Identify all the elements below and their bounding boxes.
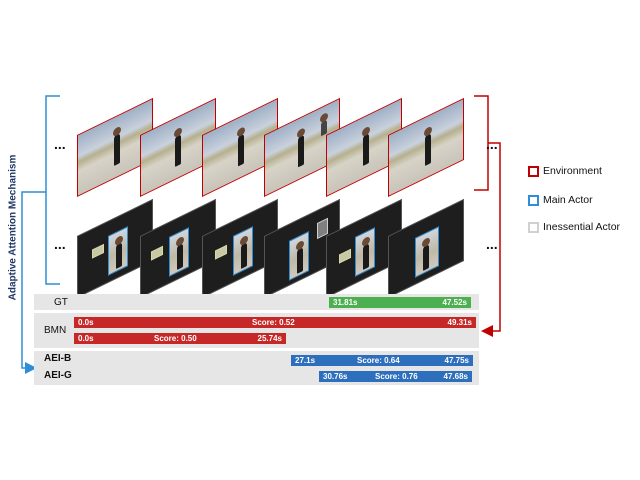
- main-actor-box: [415, 226, 439, 278]
- ellipsis-top-left: ...: [54, 136, 66, 152]
- main-actor-box: [169, 227, 189, 277]
- gt-label: GT: [54, 297, 68, 308]
- aei-g-start: 30.76s: [323, 372, 348, 381]
- left-bracket: [45, 95, 60, 285]
- gt-bar: 31.81s 47.52s: [329, 297, 471, 308]
- inessential-box: [92, 243, 104, 259]
- bmn-bar-2-score: Score: 0.50: [154, 334, 197, 343]
- bmn-bar-1-start: 0.0s: [78, 318, 94, 327]
- bmn-bar-2: 0.0s Score: 0.50 25.74s: [74, 333, 286, 344]
- aei-b-bar: 27.1s Score: 0.64 47.75s: [291, 355, 473, 366]
- legend-swatch-environment: [528, 166, 539, 177]
- ellipsis-mid-right: ...: [486, 236, 498, 252]
- bmn-label: BMN: [44, 325, 67, 336]
- bmn-bar-1: 0.0s Score: 0.52 49.31s: [74, 317, 476, 328]
- ellipsis-top-right: ...: [486, 136, 498, 152]
- right-arrow-line: [481, 142, 501, 337]
- ellipsis-mid-left: ...: [54, 236, 66, 252]
- aei-b-start: 27.1s: [295, 356, 316, 365]
- aei-g-end: 47.68s: [443, 372, 468, 381]
- gt-start: 31.81s: [333, 298, 358, 307]
- inessential-box: [215, 244, 227, 260]
- bmn-bar-2-end: 25.74s: [257, 334, 282, 343]
- gt-end: 47.52s: [442, 298, 467, 307]
- legend-label-inessential-actor: Inessential Actor: [543, 221, 621, 233]
- inessential-box: [151, 245, 163, 261]
- aei-g-score: Score: 0.76: [375, 372, 418, 381]
- aei-g-bar: 30.76s Score: 0.76 47.68s: [319, 371, 472, 382]
- aei-b-label: AEI-B: [44, 353, 72, 364]
- aei-b-score: Score: 0.64: [357, 356, 400, 365]
- legend-swatch-main-actor: [528, 195, 539, 206]
- main-actor-box: [233, 226, 253, 276]
- main-actor-box: [289, 231, 309, 281]
- legend-label-environment: Environment: [543, 165, 602, 177]
- legend-swatch-inessential-actor: [528, 222, 539, 233]
- inessential-box: [339, 248, 351, 264]
- main-actor-box: [108, 226, 128, 276]
- aei-b-end: 47.75s: [444, 356, 469, 365]
- left-arrow-line: [21, 191, 46, 374]
- bmn-bar-1-end: 49.31s: [447, 318, 472, 327]
- legend-label-main-actor: Main Actor: [543, 194, 593, 206]
- aei-g-label: AEI-G: [44, 370, 72, 381]
- main-actor-box: [355, 227, 375, 277]
- bmn-bar-2-start: 0.0s: [78, 334, 94, 343]
- bmn-bar-1-score: Score: 0.52: [252, 318, 295, 327]
